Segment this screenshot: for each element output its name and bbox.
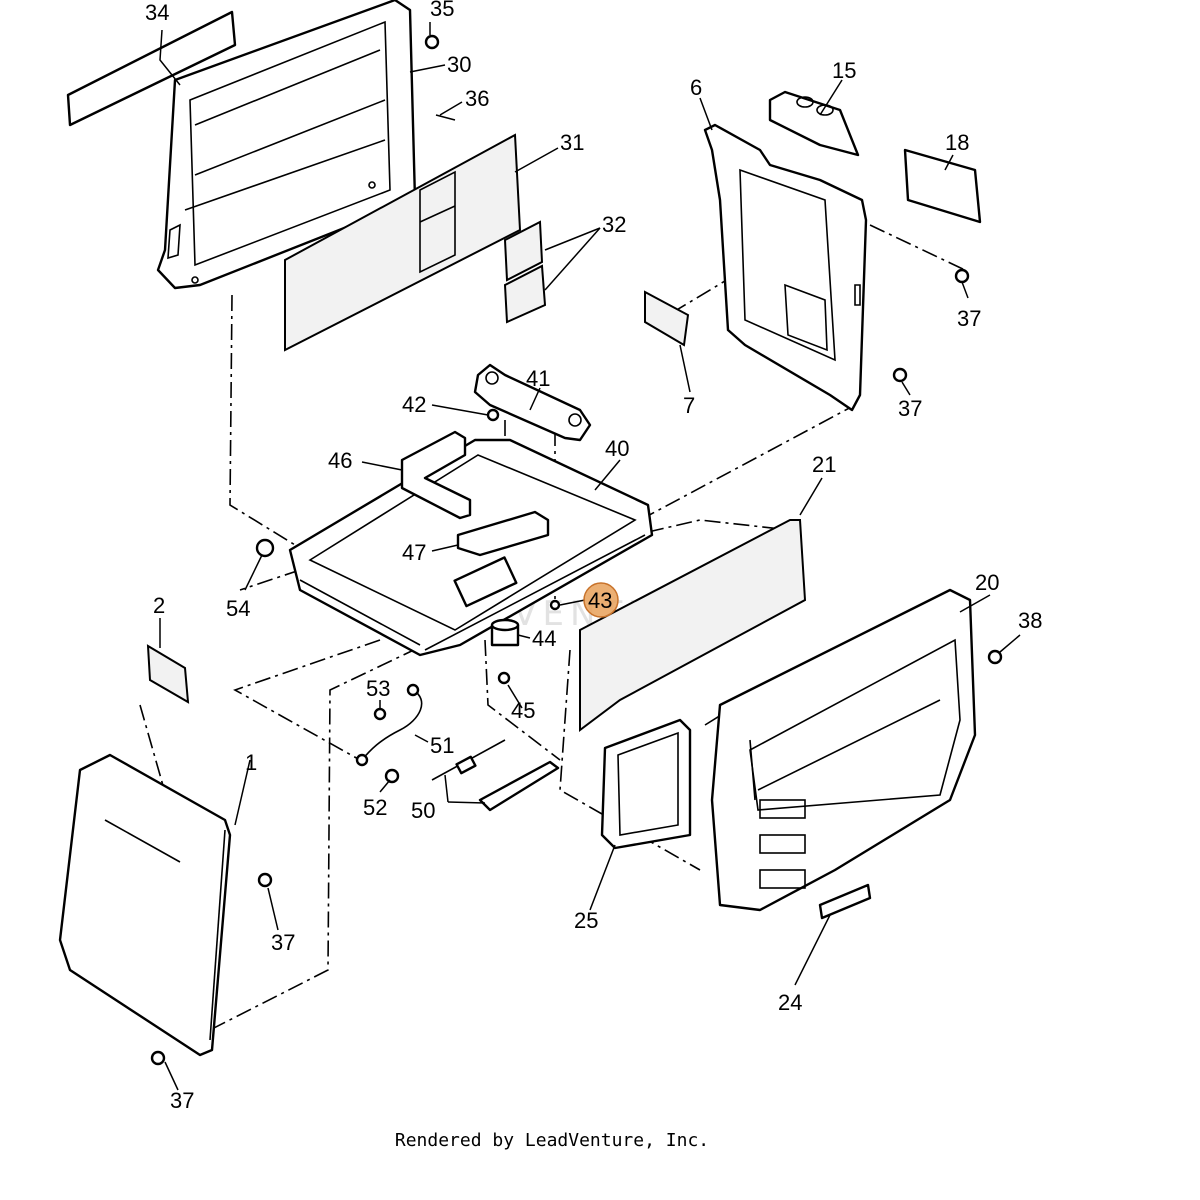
callout-37-c: 37 <box>271 930 295 955</box>
part-44-rubber-foot <box>490 618 520 647</box>
part-1-end-cover <box>58 753 232 1057</box>
callout-21: 21 <box>812 452 836 477</box>
part-24-decal <box>818 883 872 920</box>
callout-1: 1 <box>245 750 257 775</box>
callout-50: 50 <box>411 798 435 823</box>
callout-20: 20 <box>975 570 999 595</box>
callout-46: 46 <box>328 448 352 473</box>
callout-40: 40 <box>605 436 629 461</box>
callout-51: 51 <box>430 733 454 758</box>
callout-25: 25 <box>574 908 598 933</box>
part-34-decal <box>66 10 237 127</box>
part-7-pad <box>644 290 690 347</box>
callout-31: 31 <box>560 130 584 155</box>
callout-15: 15 <box>832 58 856 83</box>
callout-37-b: 37 <box>898 396 922 421</box>
callout-43-highlight[interactable] <box>583 582 619 618</box>
callout-2: 2 <box>153 593 165 618</box>
callout-36: 36 <box>465 86 489 111</box>
callout-35: 35 <box>430 0 454 21</box>
part-32-pad-b <box>503 264 547 324</box>
footer-credit-text: Rendered by LeadVenture, Inc. <box>394 1130 710 1151</box>
callout-18: 18 <box>945 130 969 155</box>
callout-6: 6 <box>690 75 702 100</box>
part-46-handle <box>400 430 472 520</box>
callout-labels: 34 35 30 36 31 32 15 6 18 37 7 41 42 40 … <box>145 0 1042 1113</box>
callout-38: 38 <box>1018 608 1042 633</box>
part-15-switch-bracket <box>768 90 860 157</box>
part-6-side-panel <box>703 123 868 412</box>
part-32-pad-a <box>503 220 544 282</box>
part-31-foam-panel <box>284 133 522 352</box>
part-2-pad <box>146 644 190 704</box>
part-51-cable <box>361 689 423 761</box>
leader-lines <box>159 22 1021 1091</box>
callout-53: 53 <box>366 676 390 701</box>
callout-47: 47 <box>402 540 426 565</box>
part-18-decal <box>903 148 982 224</box>
callout-43[interactable]: 43 <box>588 588 612 613</box>
callout-45: 45 <box>511 698 535 723</box>
part-25-gasket-frame <box>600 718 692 850</box>
callout-30: 30 <box>447 52 471 77</box>
callout-44: 44 <box>532 626 556 651</box>
callout-54: 54 <box>226 596 250 621</box>
part-41-bracket <box>473 363 592 442</box>
part-47-handle <box>456 510 550 557</box>
footer-credit: Rendered by LeadVenture, Inc. <box>0 1130 1200 1151</box>
fasteners <box>150 34 1003 1066</box>
part-21-foam-sheet <box>579 519 807 732</box>
callout-32: 32 <box>602 212 626 237</box>
callout-7: 7 <box>683 393 695 418</box>
callout-52: 52 <box>363 795 387 820</box>
callout-42: 42 <box>402 392 426 417</box>
callout-24: 24 <box>778 990 802 1015</box>
part-30-rear-cover <box>156 0 417 290</box>
callout-37-a: 37 <box>957 306 981 331</box>
callout-41: 41 <box>526 366 550 391</box>
part-20-front-panel <box>710 588 977 912</box>
callout-37-d: 37 <box>170 1088 194 1113</box>
callout-34: 34 <box>145 0 169 25</box>
part-50-tools <box>431 739 560 812</box>
